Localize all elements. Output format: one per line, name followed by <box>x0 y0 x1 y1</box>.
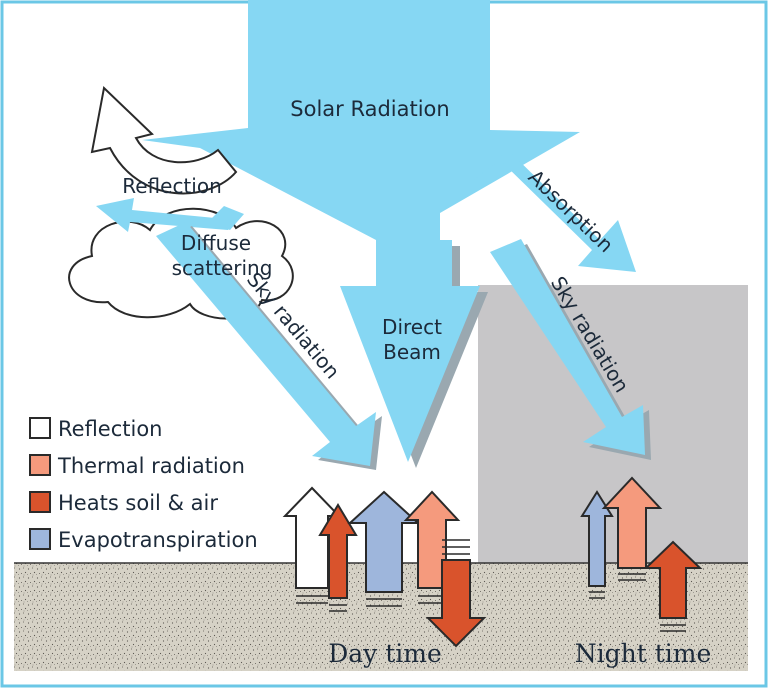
direct-label: Direct <box>382 315 442 339</box>
diffuse-scatter-arrow-left <box>96 198 236 232</box>
day-time-label: Day time <box>328 639 442 668</box>
legend-item: Reflection <box>29 417 163 441</box>
beam-label: Beam <box>383 340 441 364</box>
legend-label: Reflection <box>58 417 163 441</box>
day-heats-down-arrow <box>425 559 487 648</box>
absorption-arrow <box>470 150 636 272</box>
diffuse-scatter-arrow-small <box>208 206 244 230</box>
legend-label: Evapotranspiration <box>58 528 258 552</box>
legend-label: Heats soil & air <box>58 491 218 515</box>
scattering-label: scattering <box>172 256 273 280</box>
sky-radiation-night-arrow <box>490 239 645 455</box>
legend-label: Thermal radiation <box>57 454 245 478</box>
reflection-label: Reflection <box>122 174 222 198</box>
day-heats-arrow <box>318 503 358 599</box>
direct-beam-arrow <box>340 240 480 462</box>
legend-swatch <box>29 417 51 439</box>
solar-radiation-label: Solar Radiation <box>290 97 449 121</box>
reflection-arrow <box>90 85 238 195</box>
night-evapotranspiration-arrow <box>580 490 614 587</box>
sky-radiation-day-arrow <box>156 222 376 466</box>
night-thermal-arrow <box>601 476 663 569</box>
legend-item: Heats soil & air <box>29 491 218 515</box>
legend-swatch <box>29 528 51 550</box>
legend-item: Thermal radiation <box>29 454 245 478</box>
diffuse-label: Diffuse <box>181 231 251 255</box>
legend: Reflection Thermal radiation Heats soil … <box>29 417 258 552</box>
legend-item: Evapotranspiration <box>29 528 258 552</box>
solar-radiation-arrow <box>142 0 580 240</box>
night-heats-arrow <box>643 540 703 619</box>
day-ground-arrows <box>282 486 487 648</box>
legend-swatch <box>29 491 51 513</box>
legend-swatch <box>29 454 51 476</box>
day-evapotranspiration-arrow <box>347 490 421 593</box>
night-ground-arrows <box>580 476 703 632</box>
night-time-label: Night time <box>575 639 712 668</box>
